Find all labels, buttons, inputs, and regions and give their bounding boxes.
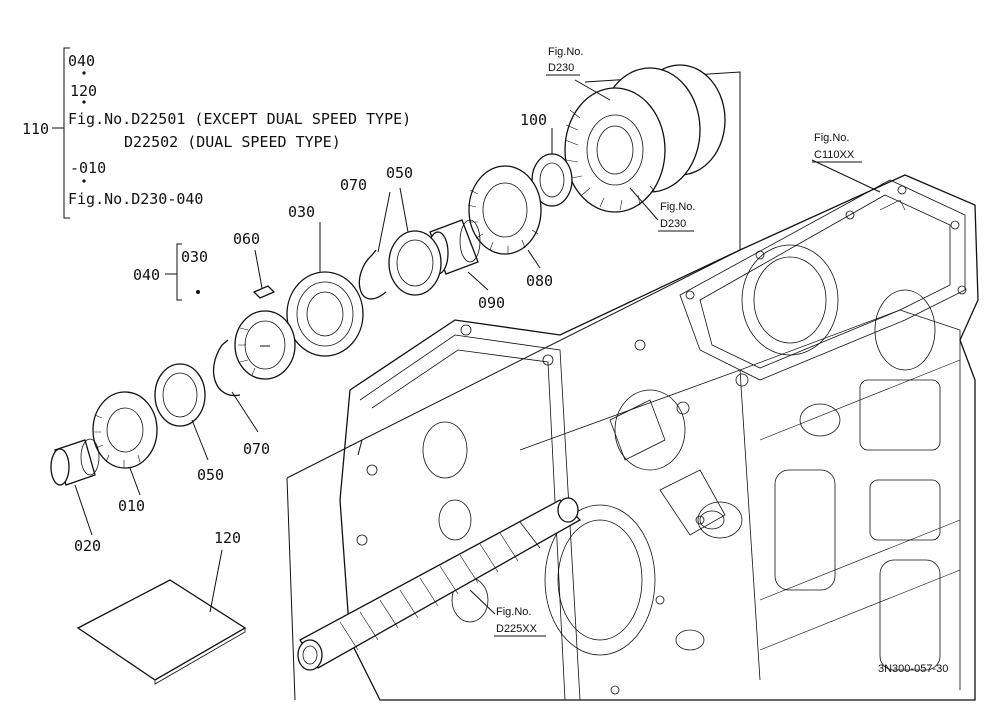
figure-references: Fig.No. D230 Fig.No. D230 Fig.No. C110XX…	[494, 46, 862, 637]
manual-120	[76, 579, 247, 685]
group-110-line-2: 120	[70, 82, 97, 100]
callout-060: 060	[233, 230, 260, 248]
fig-ref-c110xx-title: Fig.No.	[814, 132, 849, 144]
fig-ref-d230-right-code: D230	[660, 218, 686, 230]
callout-070-upper: 070	[340, 176, 367, 194]
callout-100: 100	[520, 111, 547, 129]
label-040: 040	[133, 266, 160, 284]
hub-030	[286, 271, 364, 357]
fig-ref-d230-top-title: Fig.No.	[548, 46, 583, 58]
fig-ref-d225xx-title: Fig.No.	[496, 606, 531, 618]
group-110-line-1: 040	[68, 52, 95, 70]
group-110-text: 110 040 120 Fig.No.D22501 (EXCEPT DUAL S…	[22, 52, 411, 208]
label-040-030: 030	[181, 248, 208, 266]
group-110-line-5: -010	[70, 159, 106, 177]
snap-ring-070-upper	[358, 249, 387, 300]
drawing-code: 3N300-057-30	[878, 663, 948, 675]
callout-070-lower: 070	[243, 440, 270, 458]
callout-090: 090	[478, 294, 505, 312]
gear-cluster-d230	[564, 64, 726, 213]
shaft-d225xx	[297, 497, 582, 671]
group-110-line-6: Fig.No.D230-040	[68, 190, 203, 208]
leader-lines	[52, 47, 881, 615]
part-callouts: 100 070 050 030 060 080 090 070 050 010 …	[74, 111, 553, 555]
label-110: 110	[22, 120, 49, 138]
ring-050-upper	[388, 230, 442, 296]
key-060	[252, 285, 276, 299]
group-110-line-4: D22502 (DUAL SPEED TYPE)	[124, 133, 341, 151]
fig-ref-d230-right-title: Fig.No.	[660, 201, 695, 213]
callout-050-upper: 050	[386, 164, 413, 182]
callout-120: 120	[214, 529, 241, 547]
callout-050-lower: 050	[197, 466, 224, 484]
fig-ref-c110xx-code: C110XX	[814, 149, 855, 161]
group-110-line-3: Fig.No.D22501 (EXCEPT DUAL SPEED TYPE)	[68, 110, 411, 128]
sync-hub-030	[234, 310, 296, 380]
callout-030: 030	[288, 203, 315, 221]
gear-010	[92, 391, 158, 469]
group-040-text: 040 030	[133, 248, 208, 284]
callout-010: 010	[118, 497, 145, 515]
callout-020: 020	[74, 537, 101, 555]
bearing-020	[50, 438, 100, 486]
snap-ring-070-lower	[213, 339, 241, 397]
ring-050-lower	[154, 363, 206, 427]
gear-080	[467, 165, 542, 255]
fig-ref-d230-top-code: D230	[548, 62, 574, 74]
fig-ref-d225xx-code: D225XX	[496, 623, 538, 635]
gasket-outline	[286, 71, 741, 701]
callout-080: 080	[526, 272, 553, 290]
